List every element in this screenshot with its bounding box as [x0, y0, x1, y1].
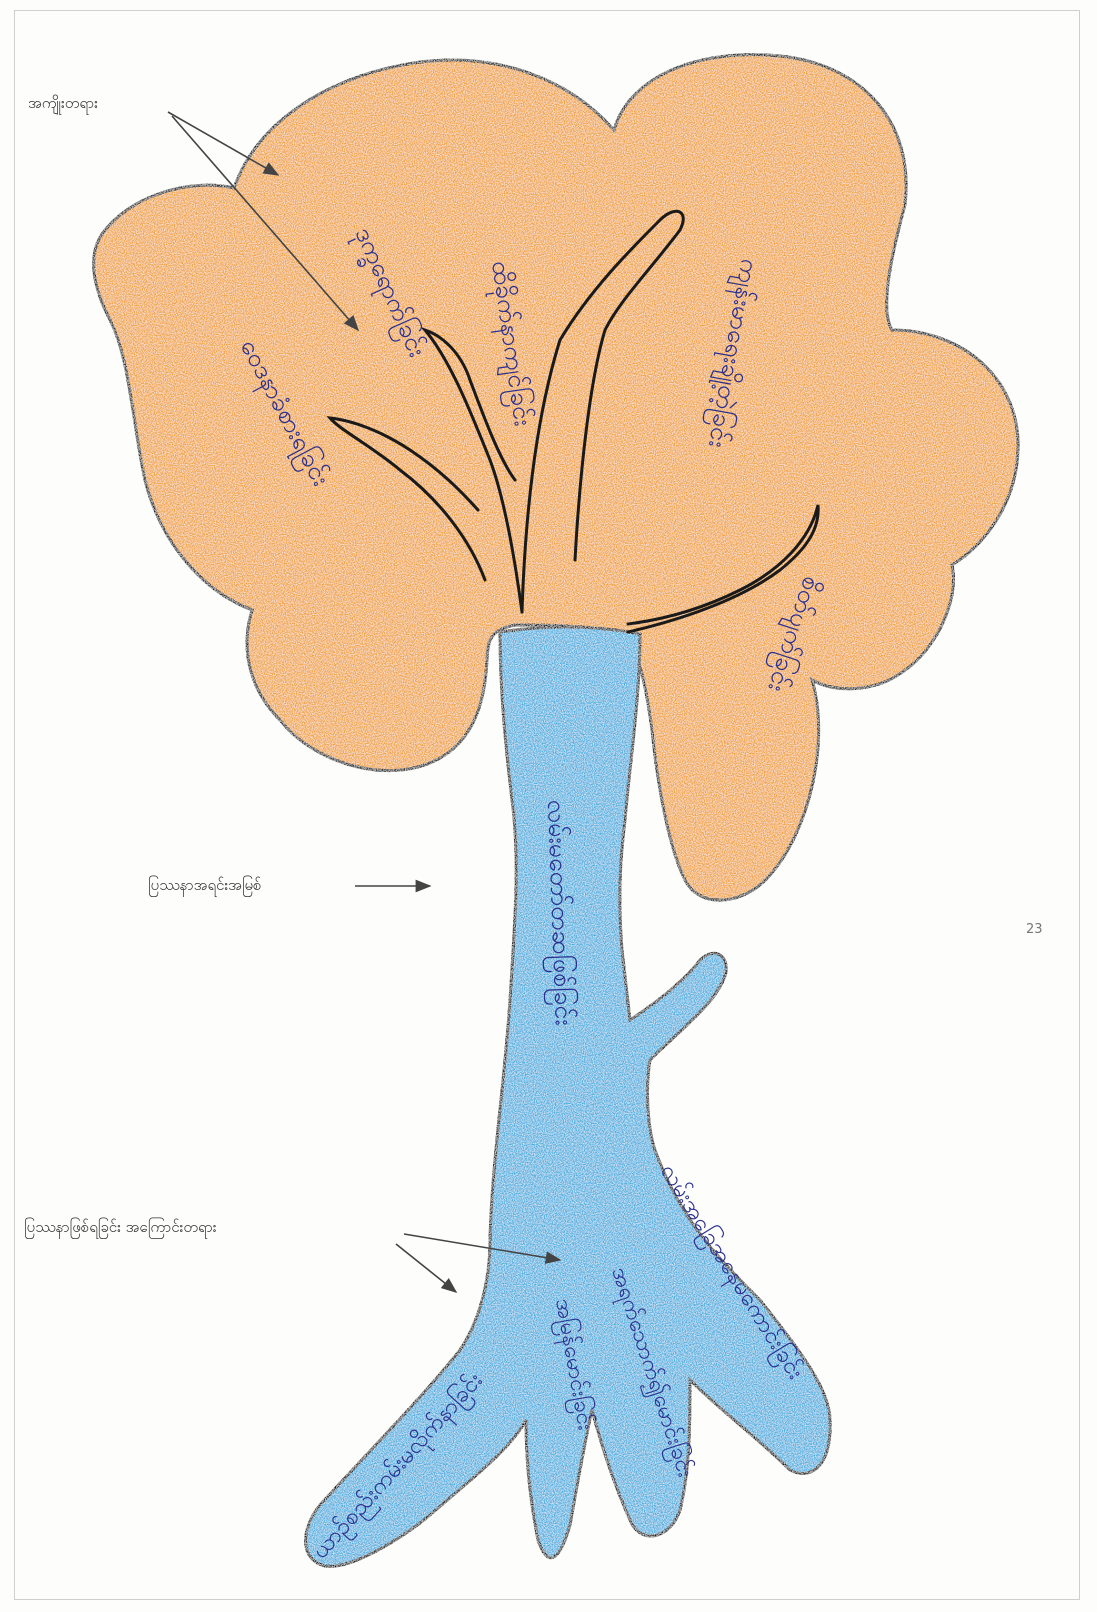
causes-label: ပြဿနာဖြစ်ရခြင်း အကြောင်းတရား	[24, 1218, 217, 1240]
page-number: 23	[1026, 922, 1043, 937]
fruits-label: အကျိုးတရား	[28, 94, 98, 116]
core-problem-label: ပြဿနာအရင်းအမြစ်	[148, 876, 261, 898]
